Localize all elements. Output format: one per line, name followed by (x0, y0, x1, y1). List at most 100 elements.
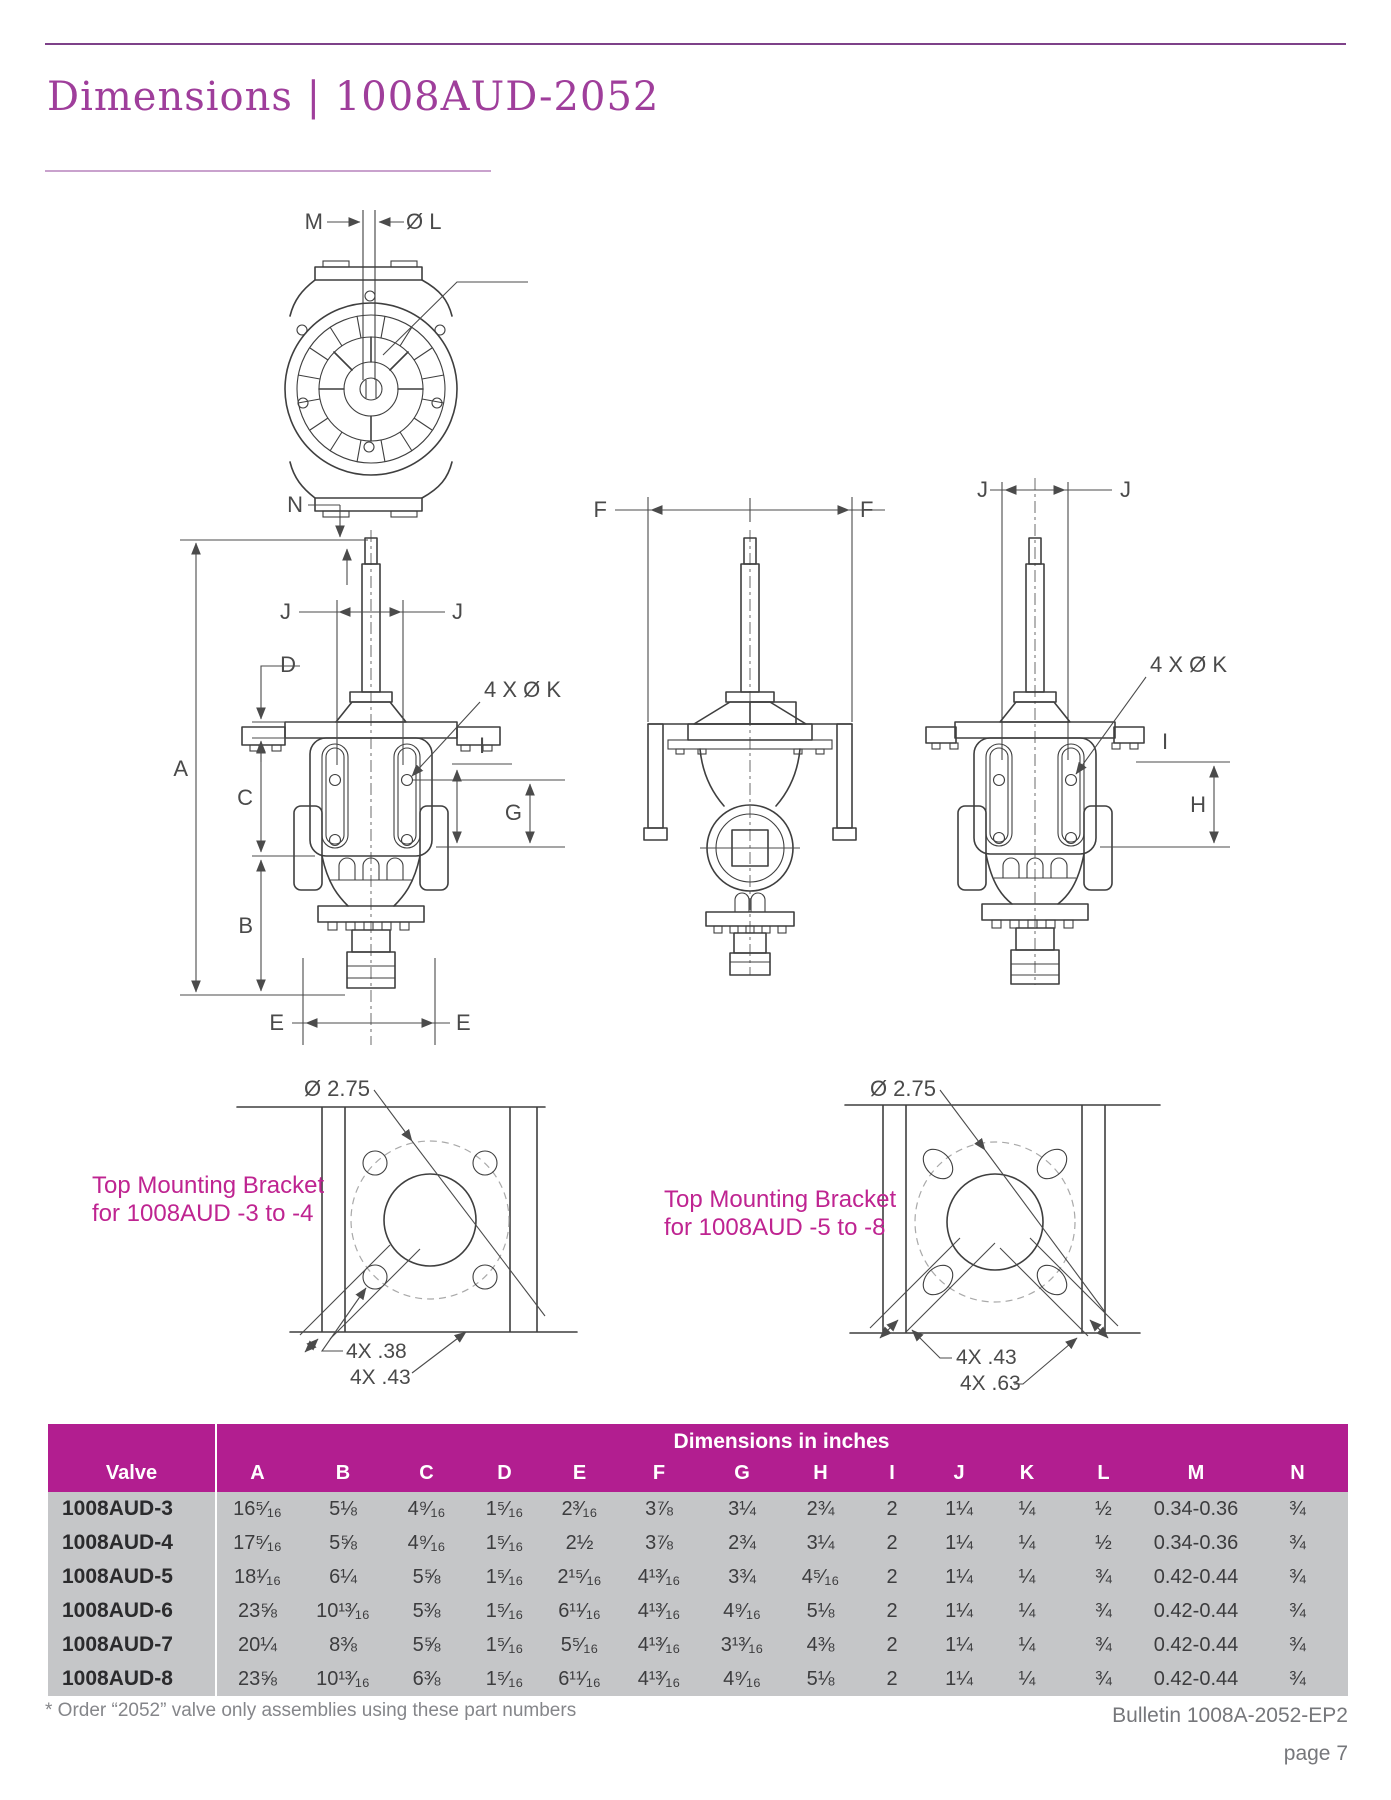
dim-value: 2¾ (806, 1498, 835, 1520)
dim-value: 2¹⁵⁄₁₆ (557, 1566, 602, 1588)
dim-value: ¼ (1018, 1634, 1036, 1656)
dim-value: ¼ (1018, 1668, 1036, 1690)
dim-value: 1⁵⁄₁₆ (485, 1532, 524, 1554)
dim-value: ¾ (1289, 1600, 1306, 1622)
dim-value: 17⁵⁄₁₆ (233, 1532, 282, 1554)
dim-value: ¾ (1289, 1532, 1306, 1554)
dim-value: 23⅝ (238, 1668, 277, 1690)
dim-label-c: C (237, 785, 253, 810)
dim-label-j-left: J (280, 599, 291, 624)
column-header-l: L (1097, 1462, 1110, 1484)
bracket-small-caption-line2: for 1008AUD -3 to -4 (92, 1200, 314, 1227)
dim-callout-4xk: 4 X Ø K (1150, 652, 1227, 677)
dim-value: 3¼ (728, 1498, 756, 1520)
valve-side-view-drawing: F F (594, 497, 885, 976)
dim-label-m: M (305, 209, 323, 234)
valve-name: 1008AUD-5 (62, 1565, 173, 1588)
page-number: page 7 (1283, 1742, 1348, 1765)
dim-value: 5⅝ (329, 1532, 357, 1554)
dim-value: 4¹³⁄₁₆ (637, 1566, 681, 1588)
dim-label-a: A (173, 756, 188, 781)
dim-value: 6¹¹⁄₁₆ (558, 1668, 601, 1690)
dim-value: 1¼ (945, 1600, 973, 1622)
dim-label-e-left: E (269, 1010, 284, 1035)
dim-value: 18¹⁄₁₆ (233, 1566, 282, 1588)
dim-value: 3¹³⁄₁₆ (720, 1634, 764, 1656)
column-header-h: H (813, 1462, 828, 1484)
bracket-dim2-label: 4X .63 (960, 1372, 1021, 1395)
dim-label-h: H (1190, 792, 1206, 817)
dim-value: 1⁵⁄₁₆ (485, 1634, 524, 1656)
valve-rear-view-drawing: J J (925, 477, 1230, 985)
dim-value: 2½ (565, 1532, 594, 1554)
dim-value: ¼ (1018, 1566, 1036, 1588)
dim-value: 1⁵⁄₁₆ (485, 1600, 524, 1622)
dim-value: 1⁵⁄₁₆ (485, 1668, 524, 1690)
dim-callout-4xk: 4 X Ø K (484, 677, 561, 702)
bracket-small-caption-line1: Top Mounting Bracket (92, 1172, 325, 1199)
column-header-valve: Valve (105, 1462, 158, 1484)
dim-value: 2 (886, 1498, 898, 1520)
column-header-d: D (497, 1462, 512, 1484)
dim-value: 1¼ (945, 1668, 973, 1690)
dim-value: ¼ (1018, 1498, 1036, 1520)
dim-value: ½ (1095, 1532, 1112, 1554)
dim-label-b: B (238, 913, 253, 938)
dim-value: 23⅝ (238, 1600, 277, 1622)
mounting-bracket-small-drawing: Ø 2.75 4X .38 4X .43 (236, 1076, 578, 1389)
dim-value: ¾ (1289, 1634, 1306, 1656)
valve-name: 1008AUD-6 (62, 1599, 173, 1622)
dim-value: 2 (886, 1634, 898, 1656)
dim-value: 4¹³⁄₁₆ (637, 1668, 681, 1690)
dim-value: 0.42-0.44 (1153, 1634, 1239, 1656)
dim-value: 0.34-0.36 (1153, 1498, 1239, 1520)
dim-value: 1¼ (945, 1634, 973, 1656)
dim-value: 5⅛ (329, 1498, 357, 1520)
top-rule (45, 43, 1346, 45)
dim-value: 0.42-0.44 (1153, 1600, 1239, 1622)
dim-label-dia-l: Ø L (406, 209, 441, 234)
dim-value: 2 (886, 1668, 898, 1690)
dim-value: 4⁹⁄₁₆ (723, 1668, 761, 1690)
dim-value: ¾ (1095, 1600, 1112, 1622)
dim-value: 3¾ (728, 1566, 756, 1588)
footnote: * Order “2052” valve only assemblies usi… (45, 1700, 577, 1721)
dim-value: 2 (886, 1566, 898, 1588)
dim-value: 4⁹⁄₁₆ (407, 1498, 446, 1520)
dim-value: 2 (886, 1532, 898, 1554)
column-header-k: K (1019, 1462, 1035, 1484)
column-header-b: B (335, 1462, 351, 1484)
dim-value: 6¹¹⁄₁₆ (558, 1600, 601, 1622)
bracket-small-caption: Top Mounting Bracket for 1008AUD -3 to -… (92, 1172, 324, 1228)
dim-value: ¼ (1018, 1600, 1036, 1622)
dim-label-j-right: J (1120, 477, 1131, 502)
dim-value: ½ (1095, 1498, 1112, 1520)
dim-value: 1¼ (945, 1566, 973, 1588)
dim-value: 4¹³⁄₁₆ (637, 1600, 681, 1622)
dim-value: 1¼ (945, 1498, 973, 1520)
dim-value: 1⁵⁄₁₆ (485, 1566, 524, 1588)
dim-value: 2³⁄₁₆ (561, 1498, 598, 1520)
dim-label-j-left: J (977, 477, 988, 502)
page-title: Dimensions | 1008AUD-2052 (47, 74, 660, 120)
dim-value: 10¹³⁄₁₆ (316, 1600, 370, 1622)
bracket-dia-label: Ø 2.75 (304, 1076, 370, 1101)
dim-value: ¾ (1289, 1668, 1306, 1690)
dim-value: 3⅞ (645, 1498, 673, 1520)
bracket-large-caption-line1: Top Mounting Bracket (664, 1186, 897, 1213)
dim-value: 2 (886, 1600, 898, 1622)
bracket-dim1-label: 4X .38 (346, 1340, 407, 1363)
column-header-j: J (953, 1462, 965, 1484)
dim-value: 5⅝ (412, 1634, 441, 1656)
bulletin-number: Bulletin 1008A-2052-EP2 (1112, 1704, 1348, 1727)
dim-value: 5⅜ (412, 1600, 441, 1622)
